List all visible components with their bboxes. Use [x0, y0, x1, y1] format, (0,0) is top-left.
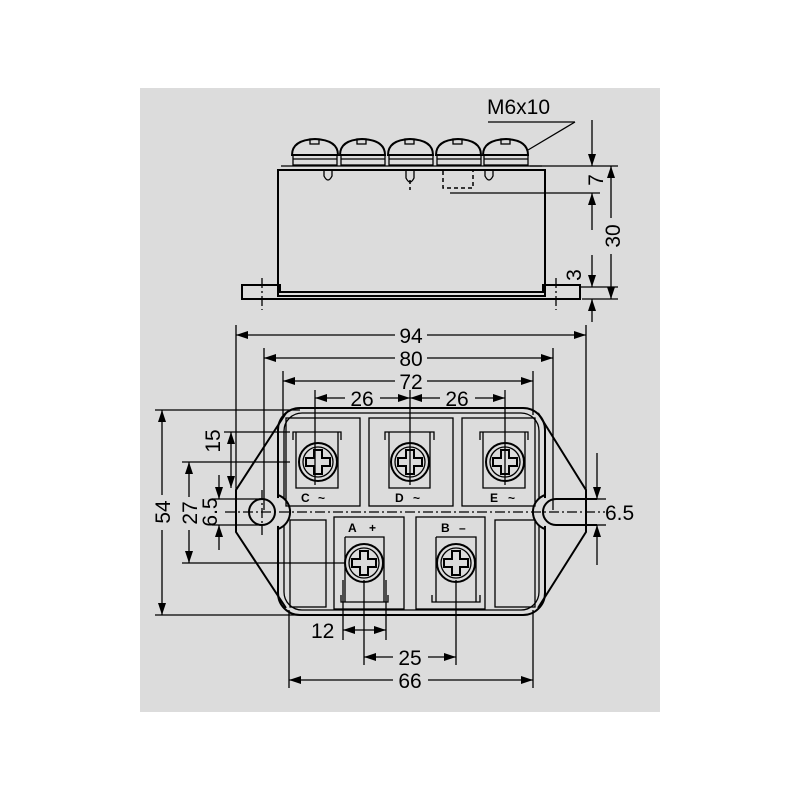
terminal-d-symbol: ~	[413, 491, 420, 505]
dim-pitch-right: 26	[445, 388, 468, 411]
dim-base-width: 66	[398, 670, 421, 693]
screw-head	[386, 137, 435, 166]
side-view: M6x10 7 3 30	[241, 96, 625, 322]
terminal-e-letter: E	[490, 491, 498, 505]
flange-outline	[235, 412, 587, 609]
terminal-e-symbol: ~	[508, 491, 515, 505]
terminal-c-letter: C	[301, 491, 310, 505]
top-view: C ~ D ~ E ~ A + B –	[152, 325, 634, 693]
dim-pitch-left: 26	[350, 388, 373, 411]
base-plate	[241, 284, 581, 300]
dim-overall-width: 54	[152, 500, 175, 524]
dim-hole-dia-left: 6.5	[199, 497, 222, 526]
terminal-a-symbol: +	[369, 521, 376, 535]
terminal-b-symbol: –	[459, 521, 466, 535]
dim-base-thickness: 3	[563, 269, 586, 281]
dim-hole-dia-right: 6.5	[605, 502, 634, 525]
dim-overall-length: 94	[399, 325, 423, 348]
dim-hole-spacing: 80	[399, 348, 422, 371]
dim-screw-height: 7	[585, 174, 608, 186]
screw-head	[481, 137, 530, 166]
dim-row-spacing: 27	[179, 501, 202, 524]
terminal-a-letter: A	[348, 521, 357, 535]
screw-head	[338, 137, 387, 166]
screw-heads	[290, 137, 530, 166]
dim-total-height: 30	[602, 224, 625, 247]
screw-terminal-c	[298, 442, 338, 482]
side-body	[277, 169, 546, 297]
dim-dc-spacing: 25	[398, 647, 421, 670]
dim-body-length: 72	[399, 371, 422, 394]
screw-spec-label: M6x10	[487, 96, 550, 119]
dim-top-row-offset: 15	[202, 429, 225, 452]
screw-terminal-a	[344, 543, 384, 583]
terminal-d-letter: D	[395, 491, 404, 505]
terminal-b-letter: B	[441, 521, 450, 535]
screw-head	[290, 137, 340, 166]
terminal-c-symbol: ~	[318, 491, 325, 505]
screw-head	[434, 137, 483, 166]
screw-terminal-b	[436, 543, 476, 583]
dim-terminal-width: 12	[311, 620, 334, 643]
